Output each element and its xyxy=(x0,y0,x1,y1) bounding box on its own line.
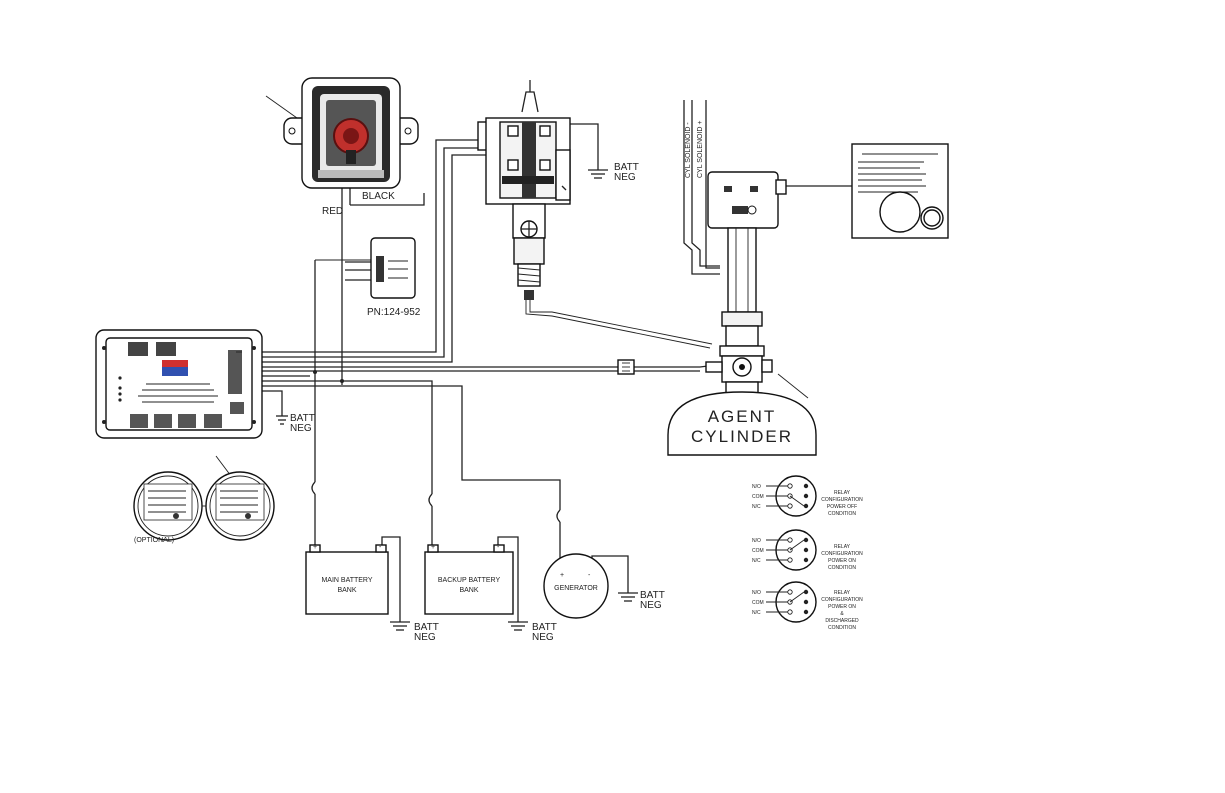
relay-config-label: RELAY xyxy=(834,544,851,550)
optional-label: (OPTIONAL) xyxy=(134,537,174,544)
main-battery-bank-icon xyxy=(305,544,389,615)
control-panel-icon xyxy=(95,329,263,439)
instruction-plate xyxy=(851,143,949,239)
cyl-solenoid-pos-label: CYL SOLENOID + xyxy=(697,120,704,178)
agent-cylinder-label-1: AGENT xyxy=(708,407,777,426)
relay-part-number: PN:124-952 xyxy=(367,307,421,318)
relay-config-label: CONDITION xyxy=(828,565,856,571)
connector-plug xyxy=(617,359,635,375)
battery-plus-label: + xyxy=(313,544,317,551)
relay-pin-label: N/C xyxy=(752,558,761,564)
relay-pin-label: N/C xyxy=(752,504,761,510)
relay-config-label: CONFIGURATION xyxy=(821,597,863,603)
relay-config-label: CONDITION xyxy=(828,625,856,631)
relay-config-label: CONDITION xyxy=(828,511,856,517)
relay-pin-label: N/O xyxy=(752,538,761,544)
ground-icon xyxy=(618,592,638,602)
relay-pin-label: N/O xyxy=(752,590,761,596)
batt-label: BATT xyxy=(290,413,315,424)
relay-config-label: POWER ON xyxy=(828,604,856,610)
batt-label: BATT xyxy=(414,622,439,633)
relay-config-label: POWER ON xyxy=(828,558,856,564)
black-lead-label: BLACK xyxy=(362,191,395,202)
main-battery-label-1: MAIN BATTERY xyxy=(321,577,372,584)
valve-assembly xyxy=(705,227,773,395)
pressure-switch-icon xyxy=(477,80,571,300)
relay-pin-label: N/O xyxy=(752,484,761,490)
relay-config-label: POWER OFF xyxy=(827,504,857,510)
relay-pin-label: COM xyxy=(752,548,764,554)
relay-pin-label: COM xyxy=(752,600,764,606)
ground-icon xyxy=(588,169,608,179)
relay-pin-label: N/C xyxy=(752,610,761,616)
cyl-solenoid-neg-label: CYL SOLENOID - xyxy=(685,122,692,178)
battery-minus-label: - xyxy=(379,544,382,551)
red-lead-label: RED xyxy=(322,206,343,217)
ground-icon xyxy=(508,621,528,631)
generator-label: GENERATOR xyxy=(554,585,598,592)
relay-module xyxy=(370,237,416,299)
relay-config-label: CONFIGURATION xyxy=(821,551,863,557)
battery-plus-label: + xyxy=(431,544,435,551)
neg-label: NEG xyxy=(532,632,554,643)
solenoid-icon xyxy=(707,171,787,229)
agent-cylinder-label-2: CYLINDER xyxy=(691,427,793,446)
battery-minus-label: - xyxy=(497,544,500,551)
batt-label: BATT xyxy=(614,162,639,173)
optional-remote-gauge-icon xyxy=(133,471,203,541)
neg-label: NEG xyxy=(640,600,662,611)
generator-icon xyxy=(543,553,609,619)
ground-icon xyxy=(276,415,288,425)
relay-config-label: CONFIGURATION xyxy=(821,497,863,503)
backup-battery-label-1: BACKUP BATTERY xyxy=(438,577,501,584)
neg-label: NEG xyxy=(414,632,436,643)
batt-label: BATT xyxy=(640,590,665,601)
relay-config-label: RELAY xyxy=(834,490,851,496)
agent-cylinder-icon xyxy=(667,391,817,456)
relay-config-label: DISCHARGED xyxy=(825,618,859,624)
relay-config-label: RELAY xyxy=(834,590,851,596)
relay-pin-label: COM xyxy=(752,494,764,500)
backup-battery-bank-icon xyxy=(424,544,514,615)
batt-label: BATT xyxy=(532,622,557,633)
optional-remote-gauge-icon xyxy=(205,471,275,541)
main-battery-label-2: BANK xyxy=(337,587,356,594)
wiring xyxy=(215,95,852,622)
neg-label: NEG xyxy=(614,172,636,183)
relay-config-label: & xyxy=(840,611,844,617)
ground-icon xyxy=(390,621,410,631)
manual-pull-station-icon xyxy=(283,77,419,189)
backup-battery-label-2: BANK xyxy=(459,587,478,594)
neg-label: NEG xyxy=(290,423,312,434)
generator-minus-label: - xyxy=(588,572,591,579)
generator-plus-label: + xyxy=(560,572,564,579)
